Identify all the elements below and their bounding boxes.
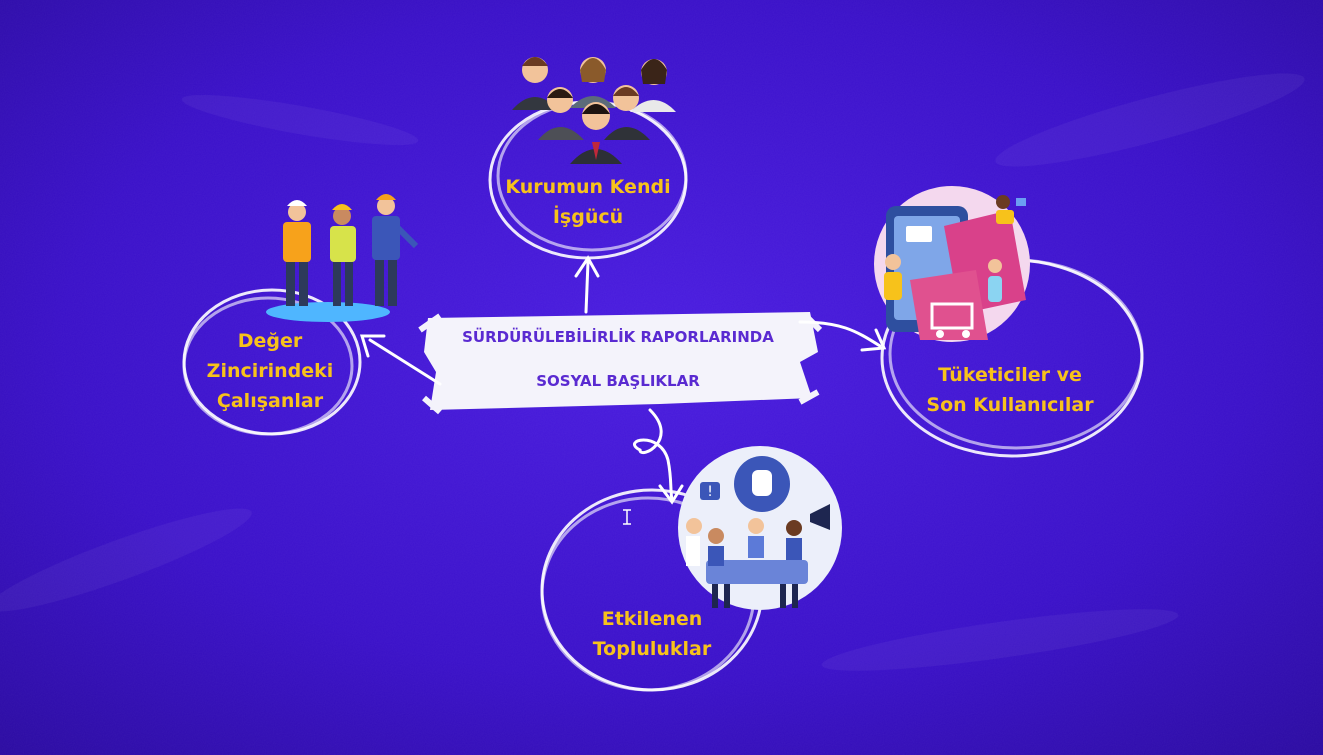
chalk-smudges: [0, 73, 1305, 671]
value-chain-label-line3: Çalışanlar: [216, 390, 324, 412]
value-chain-label-line1: Değer: [237, 330, 303, 352]
protest-crowd-icon: !: [678, 446, 842, 610]
workforce-label: Kurumun Kendi İşgücü: [478, 172, 698, 232]
workforce-label-line1: Kurumun Kendi: [505, 176, 671, 198]
value-chain-label-line2: Zincirindeki: [206, 360, 334, 382]
consumers-label-line1: Tüketiciler ve: [938, 364, 1082, 386]
value-chain-label: Değer Zincirindeki Çalışanlar: [180, 326, 360, 416]
workforce-label-line2: İşgücü: [552, 206, 624, 228]
consumers-label: Tüketiciler ve Son Kullanıcılar: [900, 360, 1120, 420]
value-chain-circle: [182, 288, 362, 436]
consumers-label-line2: Son Kullanıcılar: [926, 394, 1094, 416]
communities-label: Etkilenen Topluluklar: [542, 604, 762, 664]
arrow-to-communities: [632, 408, 684, 505]
communities-label-line1: Etkilenen: [601, 608, 703, 630]
center-title-line2: SOSYAL BAŞLIKLAR: [536, 372, 700, 390]
arrow-to-workforce: [574, 255, 600, 314]
construction-workers-icon: [266, 194, 419, 322]
svg-text:!: !: [707, 484, 713, 500]
communities-label-line2: Topluluklar: [592, 638, 712, 660]
center-banner: [418, 312, 823, 415]
online-shopping-icon: [874, 186, 1030, 342]
text-cursor-icon: [623, 509, 631, 525]
arrow-to-value-chain: [359, 334, 442, 386]
business-people-icon: [512, 57, 676, 164]
center-title-line1: SÜRDÜRÜLEBİLİRLİK RAPORLARINDA: [462, 328, 774, 346]
arrow-to-consumers: [798, 320, 887, 352]
